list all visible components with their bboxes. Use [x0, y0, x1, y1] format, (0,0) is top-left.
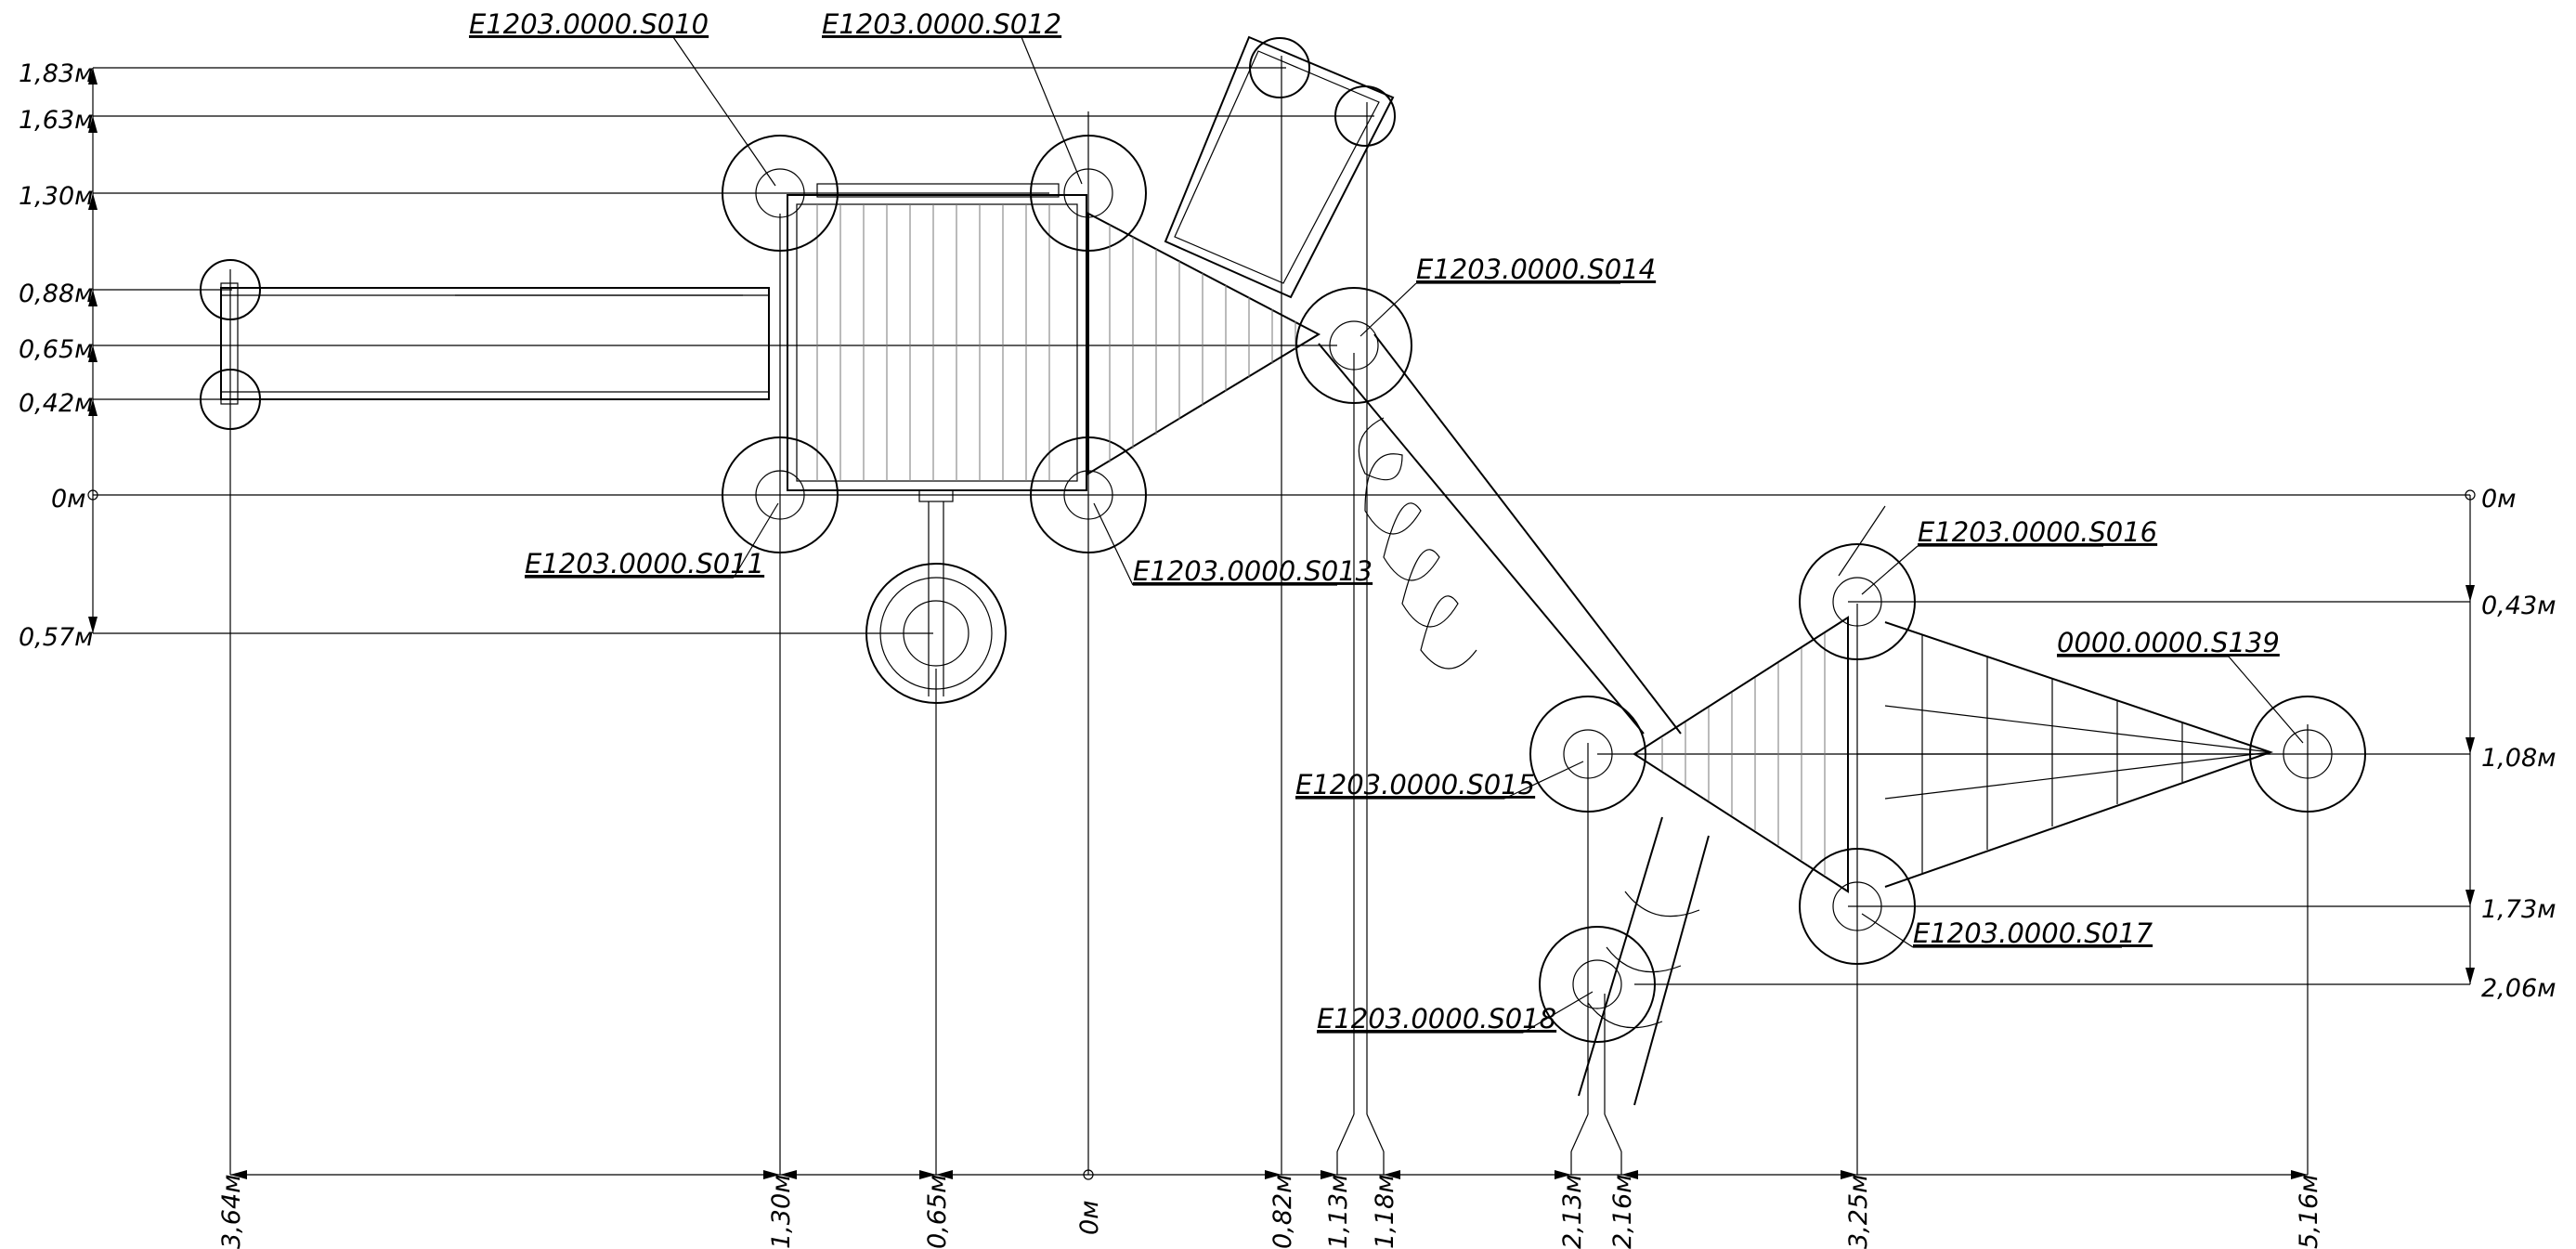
label-s017: E1203.0000.S017: [1913, 917, 2153, 949]
right-dimension-lines: [1597, 489, 2476, 985]
dim-left-4: 0,88м: [19, 280, 94, 308]
left-dimension-lines: [87, 67, 2470, 634]
label-s013: E1203.0000.S013: [1133, 555, 1373, 587]
label-s010: E1203.0000.S010: [469, 8, 709, 40]
playground-structure: [200, 35, 2366, 1106]
dim-left-2: 1,63м: [19, 106, 94, 135]
dim-bottom-4: 0м: [1075, 1200, 1104, 1235]
dim-bottom-6: 1,13м: [1324, 1175, 1353, 1249]
dim-left-6: 0,42м: [19, 389, 94, 418]
bottom-dimension-lines: [229, 56, 2309, 1180]
dim-left-3: 1,30м: [19, 182, 94, 211]
dim-bottom-11: 5,16м: [2295, 1175, 2323, 1249]
label-s139: 0000.0000.S139: [2057, 627, 2280, 658]
dim-bottom-7: 1,18м: [1371, 1175, 1399, 1249]
dim-right-5: 2,06м: [2481, 974, 2556, 1003]
dim-right-3: 1,08м: [2481, 744, 2556, 773]
right-dimension-labels: 0м 0,43м 1,08м 1,73м 2,06м: [2481, 485, 2556, 1003]
dim-left-5: 0,65м: [19, 335, 94, 364]
label-s015: E1203.0000.S015: [1295, 769, 1535, 800]
dim-bottom-1: 3,64м: [217, 1175, 246, 1249]
left-dimension-labels: 1,83м 1,63м 1,30м 0,88м 0,65м 0,42м 0м 0…: [19, 59, 94, 652]
label-s012: E1203.0000.S012: [822, 8, 1061, 40]
leader-lines: [469, 36, 2304, 1034]
part-labels: E1203.0000.S010 E1203.0000.S012 E1203.00…: [469, 8, 2280, 1034]
dim-bottom-5: 0,82м: [1268, 1175, 1297, 1249]
label-s011: E1203.0000.S011: [525, 548, 764, 579]
dim-left-8: 0,57м: [19, 623, 94, 652]
dim-right-2: 0,43м: [2481, 592, 2556, 620]
dim-bottom-2: 1,30м: [767, 1175, 796, 1249]
label-s014: E1203.0000.S014: [1416, 254, 1656, 285]
bottom-dimension-labels: 3,64м 1,30м 0,65м 0м 0,82м 1,13м 1,18м 2…: [217, 1175, 2323, 1249]
dim-right-1: 0м: [2481, 485, 2517, 514]
label-s016: E1203.0000.S016: [1918, 516, 2157, 548]
dim-left-1: 1,83м: [19, 59, 94, 88]
dim-bottom-8: 2,13м: [1558, 1175, 1587, 1249]
dim-right-4: 1,73м: [2481, 895, 2556, 924]
dim-bottom-10: 3,25м: [1844, 1175, 1873, 1249]
dim-bottom-3: 0,65м: [923, 1175, 952, 1249]
dim-left-7: 0м: [51, 485, 86, 514]
dim-bottom-9: 2,16м: [1608, 1175, 1637, 1249]
label-s018: E1203.0000.S018: [1317, 1003, 1556, 1034]
